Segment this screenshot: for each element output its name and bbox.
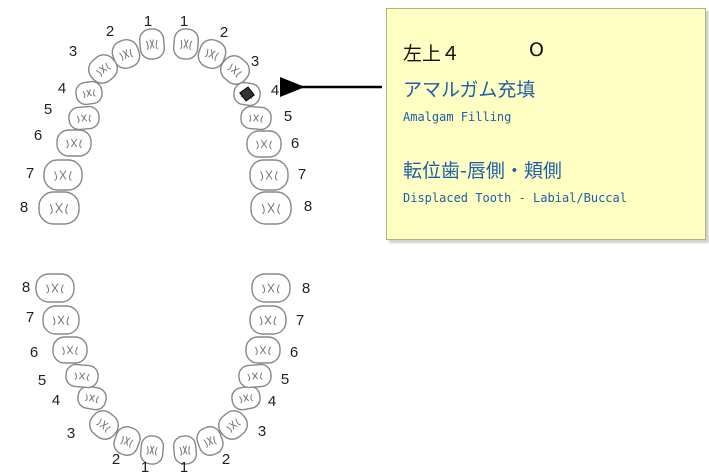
tooth-number-lower-left-2: 2 (222, 451, 230, 468)
tooth-lower-left-5 (238, 363, 272, 389)
tooth-number-lower-right-3: 3 (67, 425, 75, 442)
tooth-number-upper-right-8: 8 (20, 199, 28, 216)
tooth-upper-right-8 (38, 191, 80, 225)
tooth-info-box: 左上４ O アマルガム充填 Amalgam Filling 転位歯-唇側・頬側 … (386, 8, 706, 240)
tooth-number-upper-right-2: 2 (106, 23, 114, 40)
tooth-number-upper-right-5: 5 (44, 101, 52, 118)
tooth-number-upper-right-1: 1 (144, 13, 152, 30)
tooth-number-lower-left-5: 5 (281, 371, 289, 388)
tooth-number-lower-right-6: 6 (30, 344, 38, 361)
tooth-upper-left-1 (172, 28, 200, 60)
condition-jp: 転位歯-唇側・頬側 (403, 160, 562, 182)
tooth-label: 左上４ (403, 43, 461, 65)
tooth-number-upper-left-6: 6 (291, 135, 299, 152)
tooth-upper-left-7 (249, 159, 289, 191)
tooth-lower-right-1 (139, 435, 165, 465)
tooth-upper-left-2 (197, 38, 227, 70)
tooth-number-lower-left-7: 7 (296, 312, 304, 329)
tooth-number-upper-right-3: 3 (69, 43, 77, 60)
tooth-lower-right-5 (65, 363, 99, 389)
tooth-number-lower-right-5: 5 (38, 372, 46, 389)
tooth-number-lower-right-8: 8 (22, 279, 30, 296)
tooth-number-lower-left-1: 1 (180, 459, 188, 472)
tooth-number-upper-right-4: 4 (58, 80, 66, 97)
tooth-lower-right-6 (52, 336, 88, 364)
tooth-number-lower-left-4: 4 (268, 393, 276, 410)
tooth-label-line: 左上４ O (403, 39, 544, 66)
tooth-upper-left-3 (220, 55, 250, 85)
tooth-lower-left-8 (251, 273, 291, 303)
tooth-lower-right-3 (89, 410, 119, 440)
tooth-number-upper-left-2: 2 (220, 24, 228, 41)
tooth-upper-right-3 (88, 54, 118, 84)
tooth-lower-left-4 (231, 385, 261, 411)
tooth-upper-left-5 (240, 105, 272, 131)
tooth-upper-left-8 (250, 191, 292, 225)
tooth-number-lower-left-8: 8 (302, 280, 310, 297)
tooth-upper-right-5 (68, 105, 100, 131)
tooth-number-upper-left-3: 3 (251, 53, 259, 70)
tooth-number-upper-right-6: 6 (34, 127, 42, 144)
tooth-lower-right-7 (42, 305, 80, 335)
tooth-lower-left-1 (172, 435, 198, 465)
tooth-lower-left-2 (196, 426, 224, 456)
tooth-number-lower-right-1: 1 (141, 459, 149, 472)
tooth-number-upper-left-5: 5 (284, 108, 292, 125)
tooth-upper-right-6 (56, 129, 92, 157)
tooth-upper-right-4 (75, 80, 103, 106)
tooth-number-lower-left-3: 3 (258, 423, 266, 440)
tooth-number-lower-right-4: 4 (52, 392, 60, 409)
tooth-lower-left-6 (245, 336, 281, 364)
status-mark: O (529, 39, 544, 61)
tooth-number-upper-left-1: 1 (180, 13, 188, 30)
tooth-lower-left-7 (249, 305, 287, 335)
tooth-number-lower-left-6: 6 (290, 344, 298, 361)
treatment-jp: アマルガム充填 (403, 79, 536, 101)
tooth-upper-right-1 (138, 28, 166, 60)
tooth-number-upper-right-7: 7 (26, 165, 34, 182)
amalgam-filling-mark (239, 86, 255, 102)
tooth-lower-right-2 (113, 426, 141, 456)
tooth-number-lower-right-7: 7 (26, 309, 34, 326)
tooth-upper-left-4 (233, 81, 261, 107)
tooth-lower-right-8 (35, 273, 75, 303)
tooth-number-upper-left-7: 7 (298, 166, 306, 183)
tooth-number-upper-left-4: 4 (271, 82, 279, 99)
condition-en: Displaced Tooth - Labial/Buccal (403, 191, 627, 205)
tooth-upper-right-7 (43, 159, 83, 191)
treatment-en: Amalgam Filling (403, 110, 512, 124)
tooth-lower-right-4 (77, 385, 107, 411)
tooth-number-lower-right-2: 2 (112, 451, 120, 468)
tooth-lower-left-3 (218, 410, 248, 440)
tooth-upper-right-2 (111, 38, 141, 70)
tooth-number-upper-left-8: 8 (304, 198, 312, 215)
tooth-upper-left-6 (246, 130, 282, 158)
